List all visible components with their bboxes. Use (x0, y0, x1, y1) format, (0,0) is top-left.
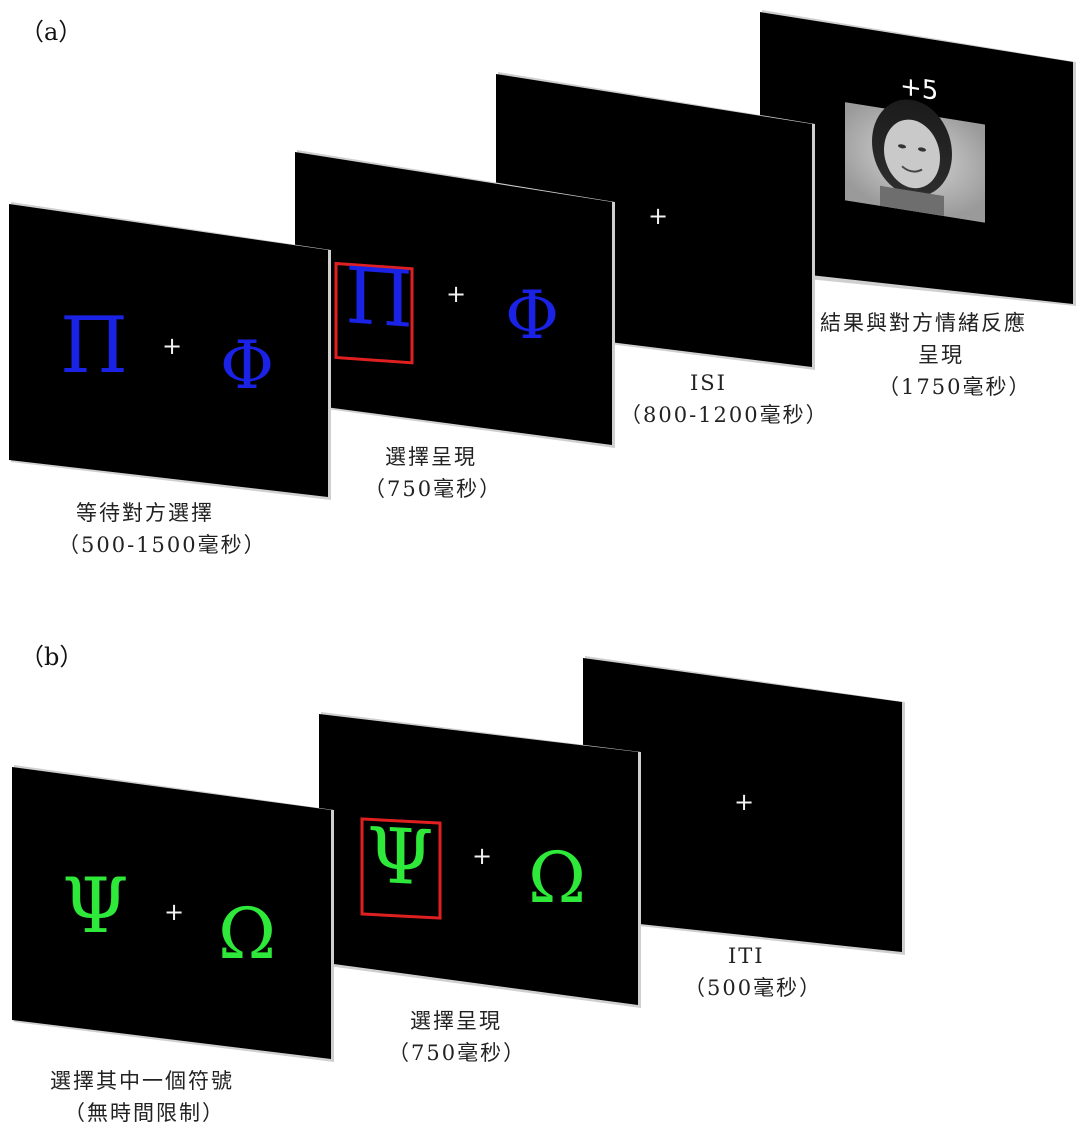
right-symbol: Ω (528, 837, 586, 919)
caption-a2-line1: 選擇呈現 (385, 445, 477, 469)
fixation-cross: + (648, 202, 668, 230)
caption-a1-line2: （500-1500毫秒） (58, 533, 267, 557)
left-symbol: Ψ (62, 861, 129, 950)
caption-a4-line2: 呈現 (918, 343, 964, 367)
choice-highlight-box (334, 261, 414, 365)
caption-a3-line2: （800-1200毫秒） (620, 403, 829, 427)
left-symbol: Ψ (367, 810, 434, 902)
fixation-cross: + (734, 788, 754, 816)
caption-b1-line2: （無時間限制） (64, 1101, 225, 1125)
panel-a-label: （a） (20, 18, 82, 46)
face-photo (845, 99, 985, 223)
caption-a1-line1: 等待對方選擇 (76, 501, 214, 525)
panel-b-label: （b） (20, 643, 83, 671)
caption-b1-line1: 選擇其中一個符號 (50, 1069, 234, 1093)
caption-b2-line1: 選擇呈現 (410, 1009, 502, 1033)
fixation-cross: + (446, 280, 466, 308)
screen-a2-choice: Π + Φ (295, 150, 615, 448)
right-symbol: Ω (218, 893, 276, 975)
choice-highlight-box (360, 817, 442, 920)
caption-b2-line2: （750毫秒） (388, 1041, 526, 1065)
fixation-cross: + (164, 898, 184, 926)
screen-b3-iti: + (583, 656, 905, 955)
caption-b3-line1: ITI (728, 944, 765, 968)
fixation-cross: + (162, 332, 182, 360)
screen-b2-choice: Ψ + Ω (319, 712, 641, 1008)
caption-a4-line3: （1750毫秒） (878, 375, 1031, 399)
caption-a3-line1: ISI (690, 371, 727, 395)
caption-a4-line1: 結果與對方情緒反應 (820, 311, 1027, 335)
screen-a1-waiting: Π + Φ (9, 202, 331, 500)
screen-b1-select: Ψ + Ω (12, 765, 334, 1062)
screen-a4-outcome: +5 (760, 10, 1076, 306)
left-symbol: Π (345, 251, 413, 346)
fixation-cross: + (472, 842, 492, 870)
right-symbol: Φ (505, 277, 559, 354)
caption-b3-line2: （500毫秒） (684, 976, 822, 1000)
caption-a2-line2: （750毫秒） (364, 477, 502, 501)
left-symbol: Π (60, 301, 128, 391)
right-symbol: Φ (220, 327, 274, 404)
